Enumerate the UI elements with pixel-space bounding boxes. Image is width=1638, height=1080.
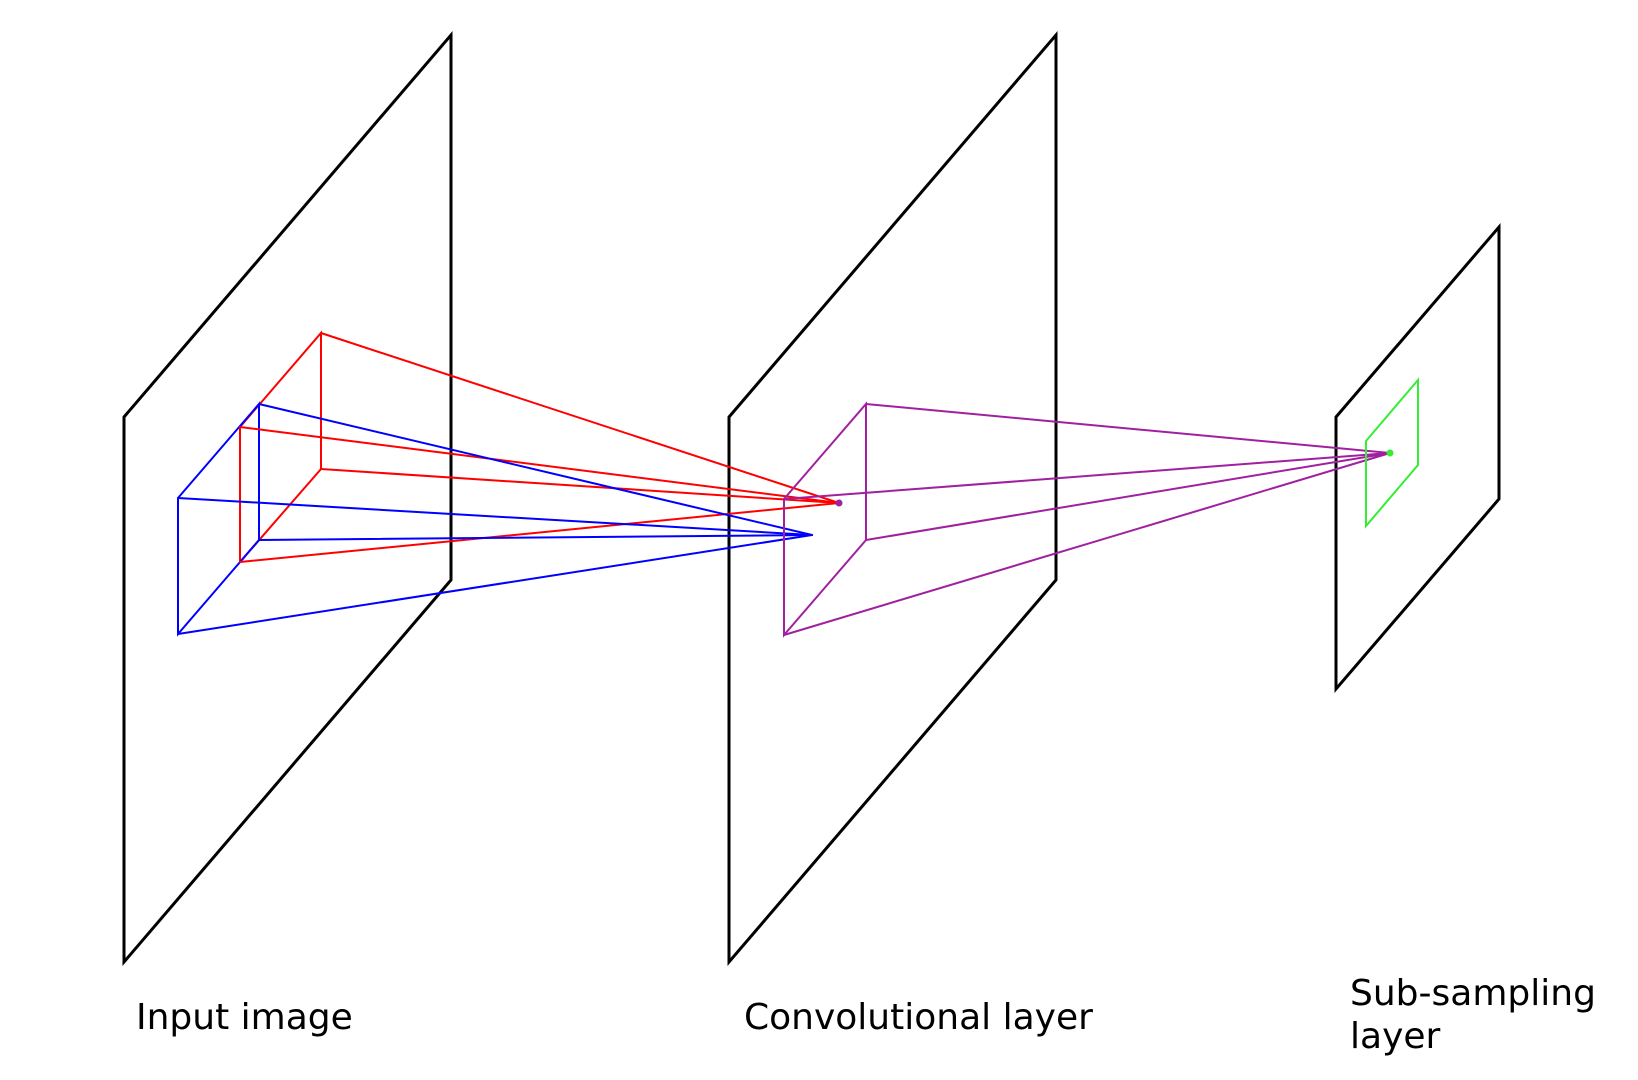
input-image-label: Input image xyxy=(136,997,353,1038)
convolutional-layer-plane xyxy=(727,30,1058,967)
green-pooling-window xyxy=(1365,377,1419,529)
subsampling-label-line1: Sub-sampling xyxy=(1350,973,1596,1014)
subsampling-label-line2: layer xyxy=(1350,1016,1441,1058)
subsampling-layer-plane xyxy=(1334,222,1501,694)
blue-projection-lines xyxy=(177,403,813,635)
input-image-plane xyxy=(122,30,453,967)
blue-receptive-field xyxy=(177,401,260,637)
purple-projection-lines xyxy=(783,403,1391,636)
red-receptive-field xyxy=(239,330,322,565)
red-projection-lines xyxy=(239,332,840,563)
convolutional-layer-label: Convolutional layer xyxy=(744,997,1093,1038)
subsampling-unit-dot xyxy=(1386,449,1394,457)
purple-receptive-field xyxy=(783,401,867,638)
subsampling-layer-label: Sub-sampling layer xyxy=(1350,972,1596,1058)
conv-unit-dot xyxy=(835,499,843,507)
